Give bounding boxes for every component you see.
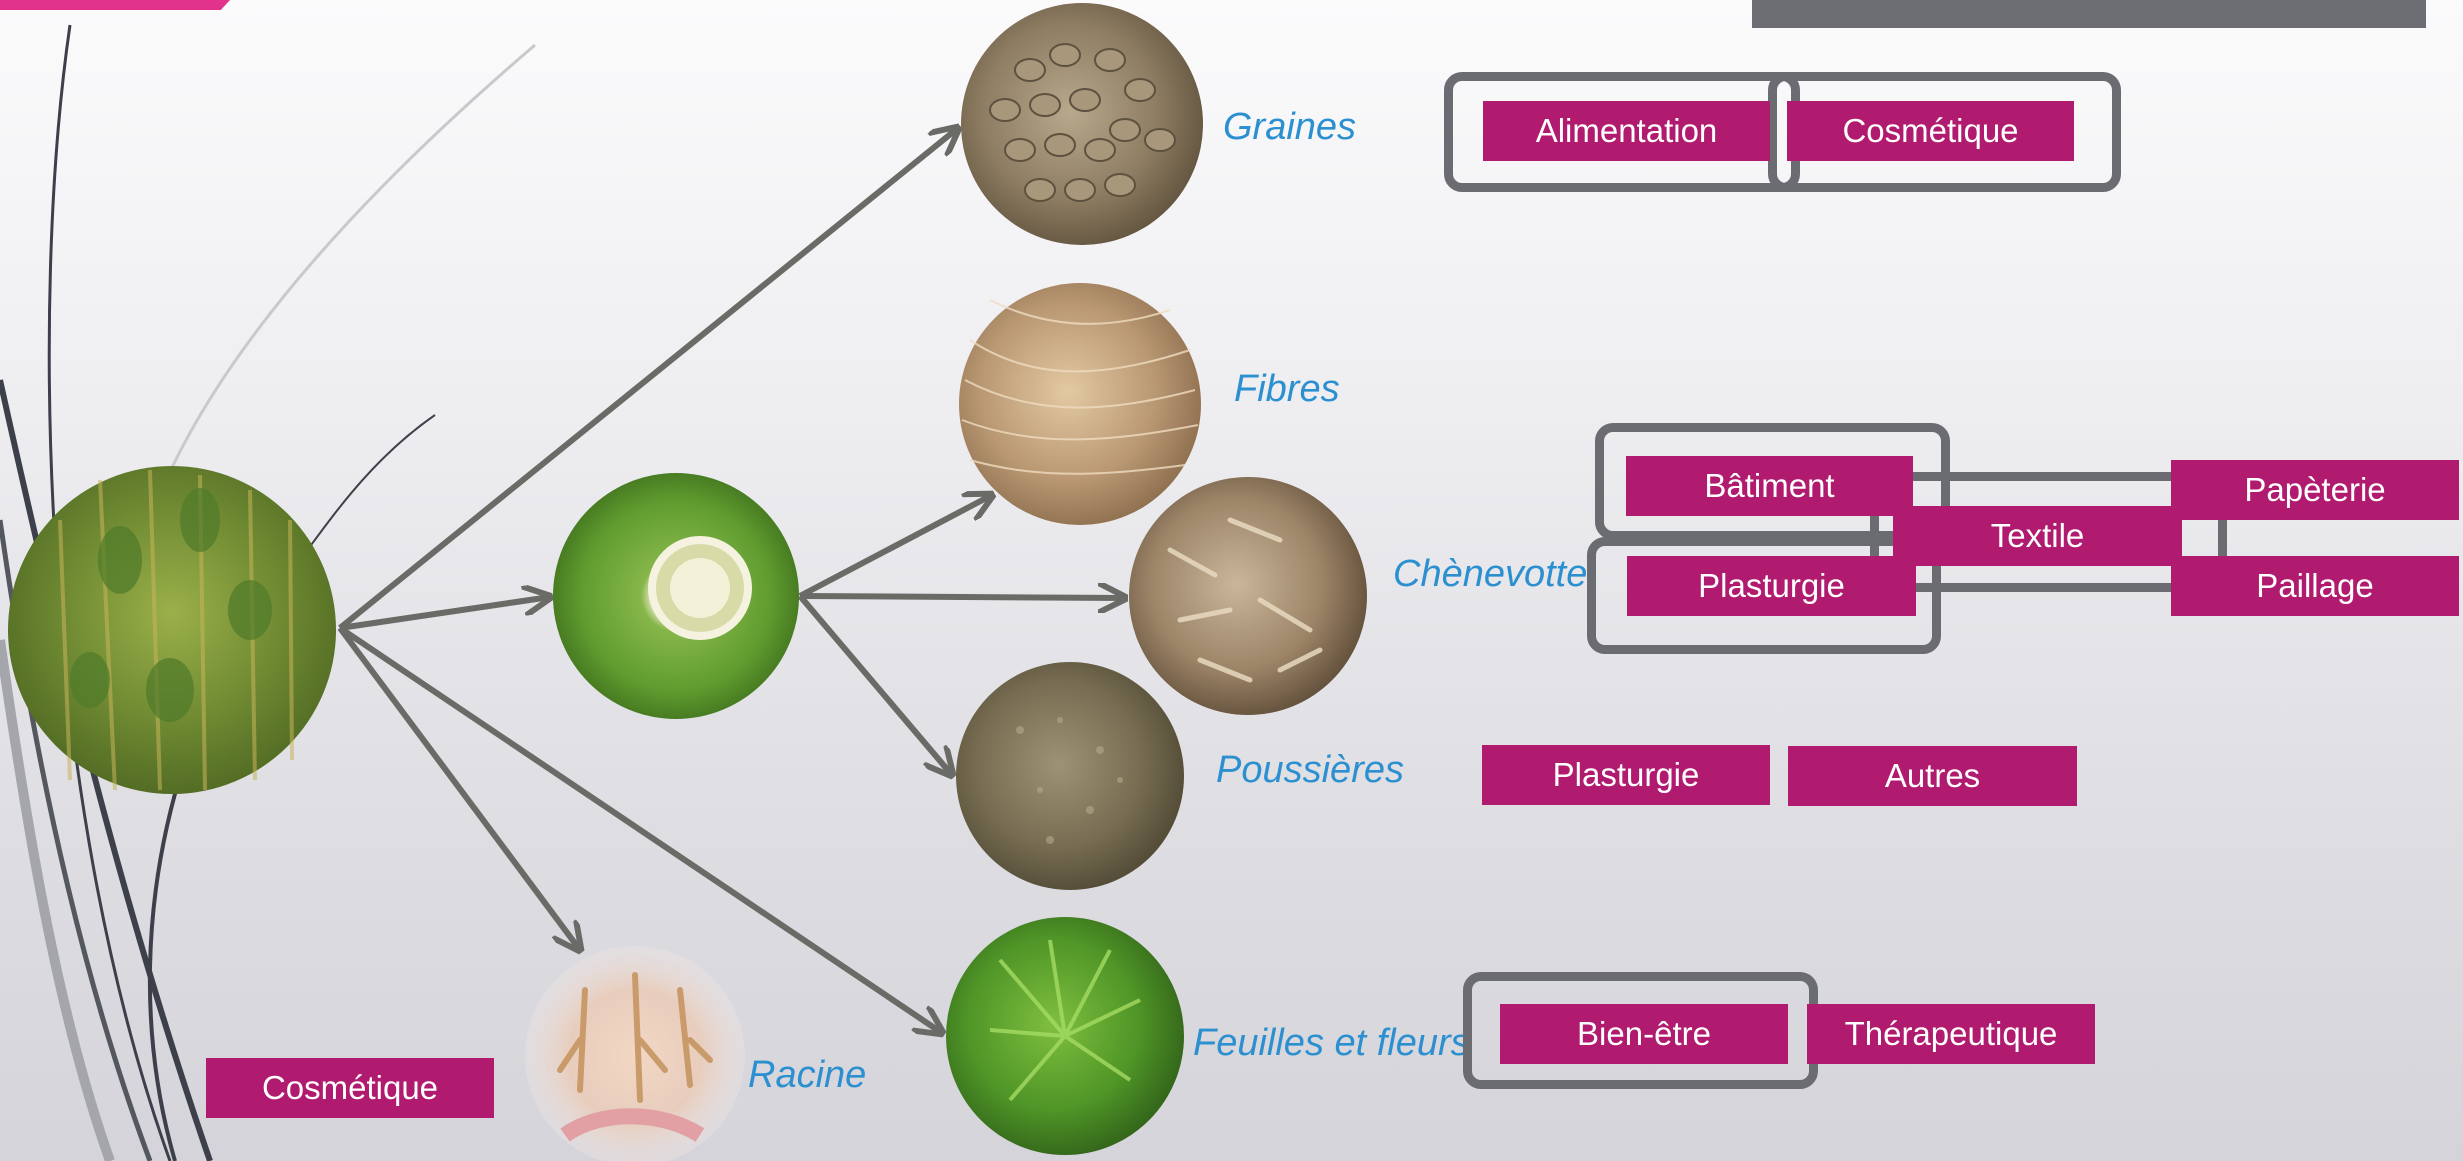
arrow-stem-poussieres xyxy=(800,596,952,775)
label-fibres: Fibres xyxy=(1234,368,1340,411)
tag-chenevotte-paillage: Paillage xyxy=(2171,556,2459,616)
poussieres-photo xyxy=(956,662,1184,890)
tag-poussieres-autres: Autres xyxy=(1788,746,2077,806)
label-feuilles: Feuilles et fleurs xyxy=(1193,1022,1470,1065)
label-graines: Graines xyxy=(1223,106,1356,149)
feuilles-photo xyxy=(946,917,1184,1155)
plant-photo xyxy=(8,466,336,794)
tag-graines-cosmetique: Cosmétique xyxy=(1787,101,2074,161)
stem-photo xyxy=(553,473,799,719)
label-racine: Racine xyxy=(748,1054,866,1097)
arrow-stem-fibres xyxy=(800,495,992,596)
tag-chenevotte-papeterie: Papèterie xyxy=(2171,460,2459,520)
tag-racine-cosmetique: Cosmétique xyxy=(206,1058,494,1118)
racine-photo xyxy=(525,946,745,1161)
tag-chenevotte-plasturgie: Plasturgie xyxy=(1627,556,1916,616)
fibres-photo xyxy=(959,283,1201,525)
tag-graines-alimentation: Alimentation xyxy=(1483,101,1770,161)
tag-chenevotte-textile: Textile xyxy=(1893,506,2182,566)
seeds-photo xyxy=(961,3,1203,245)
label-chenevotte: Chènevotte xyxy=(1393,553,1587,596)
tag-feuilles-bien-etre: Bien-être xyxy=(1500,1004,1788,1064)
arrow-stem-chenevotte xyxy=(800,596,1125,598)
label-poussieres: Poussières xyxy=(1216,749,1404,792)
arrow-plant-racine xyxy=(340,628,580,950)
tag-feuilles-therapeutique: Thérapeutique xyxy=(1807,1004,2095,1064)
chenevotte-photo xyxy=(1129,477,1367,715)
tag-chenevotte-batiment: Bâtiment xyxy=(1626,456,1913,516)
tag-poussieres-plasturgie: Plasturgie xyxy=(1482,745,1770,805)
